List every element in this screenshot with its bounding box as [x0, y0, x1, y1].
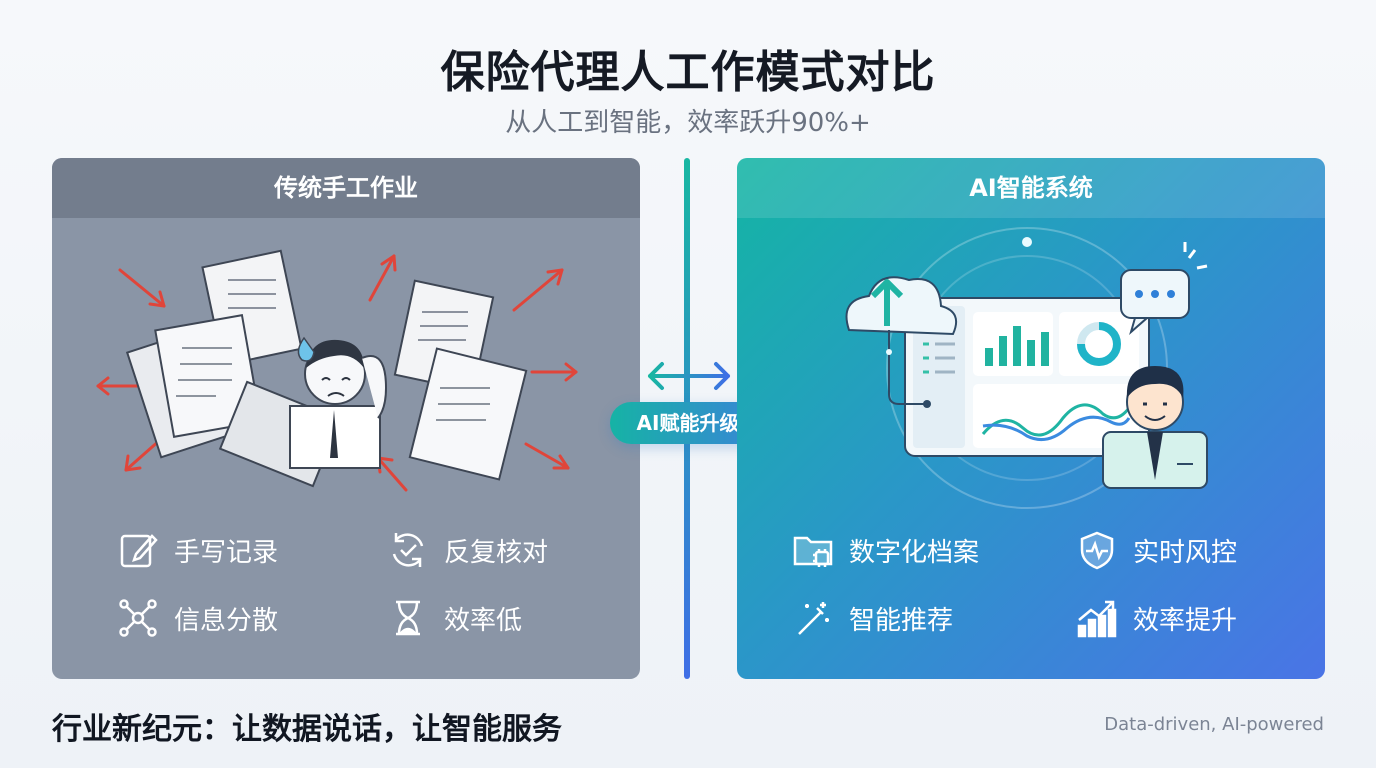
magic-wand-icon	[791, 596, 835, 640]
feature-label: 数字化档案	[849, 537, 980, 568]
scatter-nodes-icon	[116, 596, 160, 640]
footer-tagline: Data-driven, AI-powered	[1104, 714, 1324, 735]
double-arrow-icon	[648, 362, 730, 390]
feature-label: 实时风控	[1133, 537, 1238, 568]
feature-repeated-check: 反复核对	[386, 528, 548, 572]
page-subtitle: 从人工到智能，效率跃升90%+	[505, 108, 871, 138]
feature-label: 智能推荐	[849, 605, 954, 636]
ai-panel-title: AI智能系统	[737, 158, 1325, 218]
feature-label: 反复核对	[444, 537, 549, 568]
feature-label: 效率提升	[1133, 605, 1238, 636]
hourglass-icon	[386, 596, 430, 640]
feature-scattered-info: 信息分散	[116, 596, 278, 640]
feature-efficiency-boost: 效率提升	[1075, 596, 1237, 640]
refresh-check-icon	[386, 528, 430, 572]
feature-label: 效率低	[444, 605, 523, 636]
traditional-panel: 传统手工作业	[52, 158, 640, 679]
page-title: 保险代理人工作模式对比	[440, 47, 936, 98]
ai-panel: AI智能系统	[737, 158, 1325, 679]
feature-digital-archive: 数字化档案	[791, 528, 979, 572]
digital-folder-icon	[791, 528, 835, 572]
stressed-agent-illustration	[96, 249, 578, 492]
feature-handwritten-record: 手写记录	[116, 528, 278, 572]
footer-slogan: 行业新纪元：让数据说话，让智能服务	[52, 712, 562, 747]
ai-dashboard-illustration	[845, 227, 1208, 509]
growth-chart-icon	[1075, 596, 1119, 640]
feature-smart-recommend: 智能推荐	[791, 596, 953, 640]
feature-realtime-risk: 实时风控	[1075, 528, 1237, 572]
shield-pulse-icon	[1075, 528, 1119, 572]
edit-icon	[116, 528, 160, 572]
feature-label: 手写记录	[174, 537, 279, 568]
feature-label: 信息分散	[174, 605, 279, 636]
feature-low-efficiency: 效率低	[386, 596, 522, 640]
traditional-panel-title: 传统手工作业	[52, 158, 640, 218]
